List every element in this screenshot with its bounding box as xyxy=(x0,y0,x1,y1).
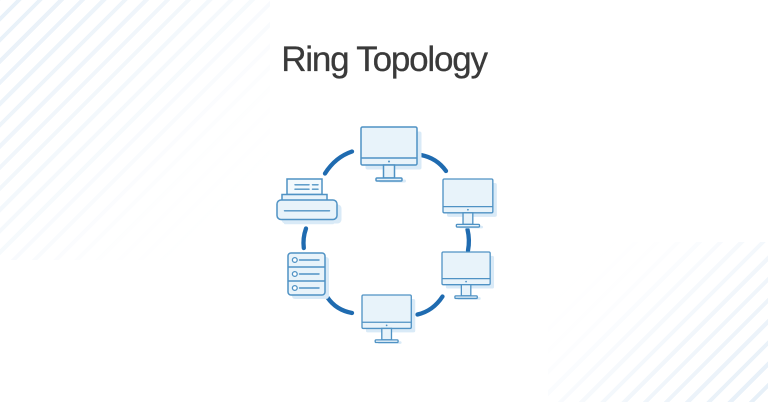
server-led xyxy=(291,270,298,278)
server-icon xyxy=(287,252,329,299)
server-led xyxy=(291,256,298,264)
page-title: Ring Topology xyxy=(281,40,488,79)
ring-link-computer-upper-right-to-computer-lower-right xyxy=(465,227,472,253)
ring-link-computer-lower-right-to-computer-bottom xyxy=(415,294,445,317)
printer-icon xyxy=(276,178,342,225)
printer-paper xyxy=(286,178,323,196)
monitor-icon-computer-bottom xyxy=(361,294,416,345)
monitor-icon-computer-top xyxy=(360,126,423,184)
printer-bottom-shadow xyxy=(284,222,334,225)
server-led xyxy=(291,284,298,292)
ring-link-server-to-printer xyxy=(301,226,309,251)
ring-link-computer-bottom-to-server xyxy=(325,295,355,316)
printer-body xyxy=(276,199,338,221)
monitor-icon-computer-upper-right xyxy=(442,178,498,230)
monitor-icon-computer-lower-right xyxy=(441,251,495,301)
ring-link-computer-top-to-computer-upper-right xyxy=(418,152,449,174)
ring-link-printer-to-computer-top xyxy=(322,149,355,176)
